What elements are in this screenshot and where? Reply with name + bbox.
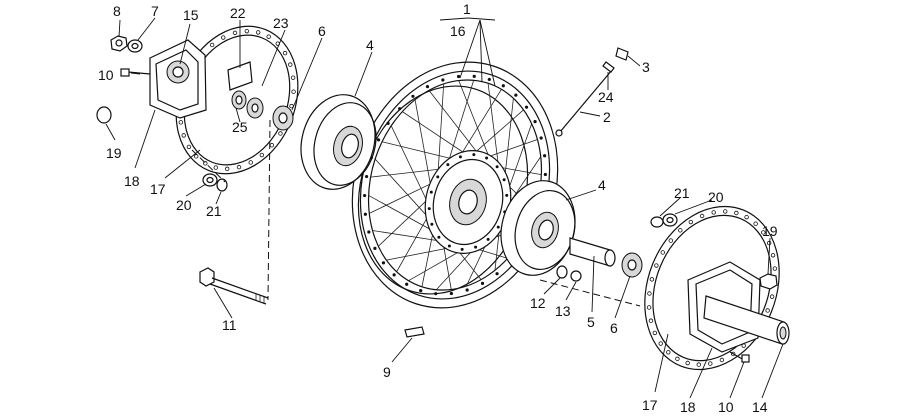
brake-cable — [555, 47, 629, 137]
label-12: 12 — [530, 295, 546, 311]
rear-axle — [703, 295, 790, 345]
leader-lines — [105, 17, 784, 399]
left-hub-flange — [300, 94, 377, 190]
label-19: 19 — [106, 145, 122, 161]
label-14: 14 — [752, 399, 768, 415]
label-24: 24 — [598, 89, 614, 105]
label-18: 18 — [124, 173, 140, 189]
right-small-parts — [650, 213, 778, 363]
label-20b: 20 — [708, 189, 724, 205]
label-7: 7 — [151, 3, 159, 19]
left-spacers — [227, 61, 294, 131]
left-brake-plate — [149, 39, 207, 119]
label-17: 17 — [150, 181, 166, 197]
label-17b: 17 — [642, 397, 658, 413]
label-15: 15 — [183, 7, 199, 23]
label-9: 9 — [383, 364, 391, 380]
spoked-wheel — [351, 61, 559, 309]
part-9-tag — [404, 326, 425, 338]
axle-bolt — [199, 267, 269, 305]
label-21b: 21 — [674, 185, 690, 201]
label-18b: 18 — [680, 399, 696, 415]
callout-labels: 8 7 15 22 23 6 4 1 16 3 10 24 2 25 19 18… — [98, 1, 778, 415]
right-small-nuts — [556, 265, 582, 282]
label-22: 22 — [230, 5, 246, 21]
label-4b: 4 — [598, 177, 606, 193]
label-6: 6 — [318, 23, 326, 39]
label-6b: 6 — [610, 320, 618, 336]
label-13: 13 — [555, 303, 571, 319]
left-small-parts — [96, 35, 228, 192]
label-25: 25 — [232, 119, 248, 135]
label-10b: 10 — [718, 399, 734, 415]
label-1: 1 — [463, 1, 471, 17]
label-2: 2 — [603, 109, 611, 125]
label-4: 4 — [366, 37, 374, 53]
right-hub-flange — [500, 180, 576, 276]
label-3: 3 — [642, 59, 650, 75]
label-8: 8 — [113, 3, 121, 19]
label-16: 16 — [450, 23, 466, 39]
label-21: 21 — [206, 203, 222, 219]
label-11: 11 — [222, 317, 237, 333]
label-23: 23 — [273, 15, 289, 31]
label-19b: 19 — [762, 223, 778, 239]
label-10: 10 — [98, 67, 114, 83]
right-spacer-bearing — [569, 237, 643, 278]
label-20: 20 — [176, 197, 192, 213]
label-5: 5 — [587, 314, 595, 330]
